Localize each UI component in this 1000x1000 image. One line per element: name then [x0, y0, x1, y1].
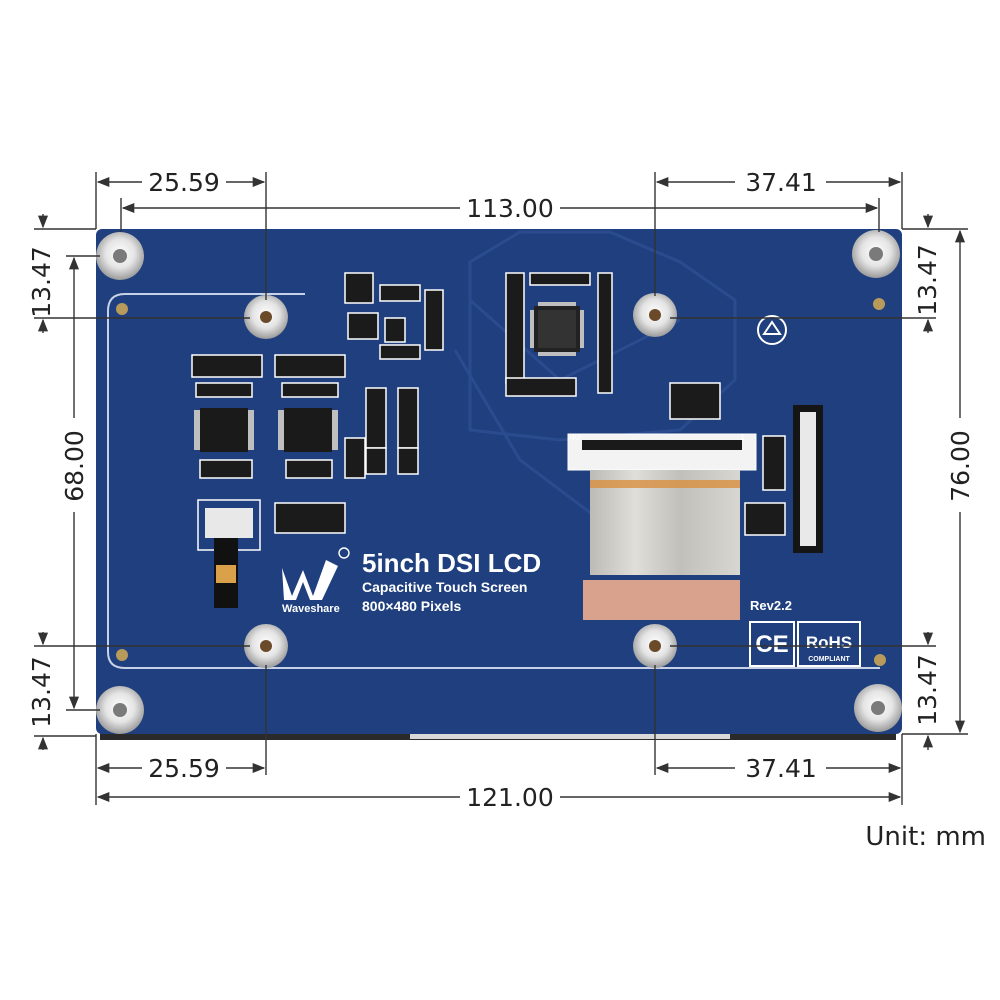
unit-label: Unit: mm [865, 822, 986, 852]
connector-pin-40: 40 [570, 432, 580, 442]
dim-bottom-left-offset: 25.59 [148, 754, 220, 783]
dimension-annotations [34, 172, 968, 805]
svg-text:RoHS: RoHS [806, 633, 852, 652]
mount-hole-top-right [633, 293, 677, 337]
via [873, 298, 885, 310]
copper-pad-area [583, 580, 740, 620]
driver-ic-left [194, 408, 254, 452]
dsi-connector: 40 1 [567, 432, 757, 471]
display-bottom-edge-glass [410, 730, 730, 739]
dim-right-bottom-margin: 13.47 [913, 654, 942, 726]
ribbon-cable [590, 470, 740, 575]
controller-ic [530, 302, 584, 356]
dim-right-top-margin: 13.47 [913, 244, 942, 316]
mount-hole-bottom-right [633, 624, 677, 668]
smd-components-top [344, 272, 613, 397]
svg-text:COMPLIANT: COMPLIANT [808, 656, 850, 663]
recycle-icon [757, 315, 787, 345]
dim-left-bottom-margin: 13.47 [27, 656, 56, 728]
mount-hole-bottom-left [244, 624, 288, 668]
board-title: 5inch DSI LCD [362, 548, 541, 578]
via [116, 649, 128, 661]
dim-top-inner-width: 113.00 [466, 194, 553, 223]
connector-pin-1: 1 [740, 432, 745, 442]
dim-top-left-offset: 25.59 [148, 168, 220, 197]
dimension-lines [37, 176, 966, 803]
ce-mark-icon: CE [749, 621, 795, 667]
board-revision: Rev2.2 [750, 598, 792, 613]
smd-components-left [191, 354, 786, 536]
via [116, 303, 128, 315]
via [874, 654, 886, 666]
fpc-connector [793, 405, 823, 553]
brand-name: Waveshare [282, 603, 340, 615]
board-resolution: 800×480 Pixels [362, 598, 461, 614]
rohs-mark-icon: RoHS COMPLIANT [797, 621, 861, 667]
pcb-board: 40 1 Waveshare 5inch DSI LCD Capacitive … [96, 229, 902, 740]
corner-standoff-top-left [96, 232, 144, 280]
touch-connector [197, 499, 261, 608]
corner-standoff-bottom-right [854, 684, 902, 732]
corner-standoff-bottom-left [96, 686, 144, 734]
svg-text:CE: CE [755, 631, 788, 658]
waveshare-logo-icon [282, 547, 350, 600]
board-subtitle: Capacitive Touch Screen [362, 579, 527, 595]
dim-right-total-height: 76.00 [946, 430, 975, 502]
silkscreen-outline [107, 293, 880, 669]
driver-ic-right [278, 408, 338, 452]
dim-top-right-offset: 37.41 [745, 168, 817, 197]
dim-left-top-margin: 13.47 [27, 246, 56, 318]
dim-bottom-total-width: 121.00 [466, 783, 553, 812]
dim-bottom-right-offset: 37.41 [745, 754, 817, 783]
dim-left-inner-height: 68.00 [60, 430, 89, 502]
corner-standoff-top-right [852, 230, 900, 278]
mount-hole-top-left [244, 295, 288, 339]
